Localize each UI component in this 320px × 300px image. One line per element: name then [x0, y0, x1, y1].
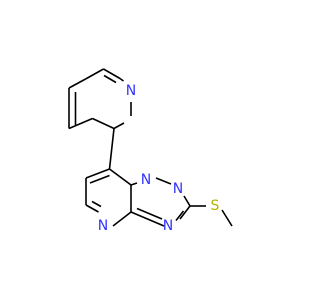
bond — [130, 211, 165, 227]
bond — [119, 77, 124, 82]
bond — [109, 168, 132, 186]
bond — [89, 174, 110, 184]
pyrimidine-ring — [85, 168, 132, 227]
bond — [85, 204, 99, 213]
molecule-structure: N N N N N S — [68, 68, 233, 234]
bond — [113, 122, 125, 130]
bond — [221, 209, 233, 227]
pyridine-nitrogen-label: N — [126, 83, 136, 99]
bond — [155, 177, 172, 185]
bond — [91, 200, 102, 208]
bond — [92, 117, 115, 130]
bond — [179, 205, 191, 220]
bond — [130, 182, 138, 186]
bond — [68, 77, 87, 89]
sulfur-label: S — [211, 198, 220, 214]
bond — [108, 128, 115, 170]
bond — [136, 207, 163, 220]
bond — [112, 211, 132, 227]
bond — [103, 68, 121, 80]
bond — [183, 195, 191, 207]
bond — [175, 210, 185, 221]
bridgehead-nitrogen-label: N — [141, 172, 151, 188]
bond — [68, 117, 93, 130]
triazole-nitrogen-label: N — [173, 181, 183, 197]
bond — [85, 168, 110, 179]
pyridine-ring — [68, 68, 132, 130]
bond — [103, 74, 117, 84]
pyrimidine-nitrogen-label: N — [98, 218, 108, 234]
triazole-lower-nitrogen-label: N — [163, 218, 173, 234]
bond — [86, 68, 104, 80]
triazole-ring — [130, 177, 191, 227]
